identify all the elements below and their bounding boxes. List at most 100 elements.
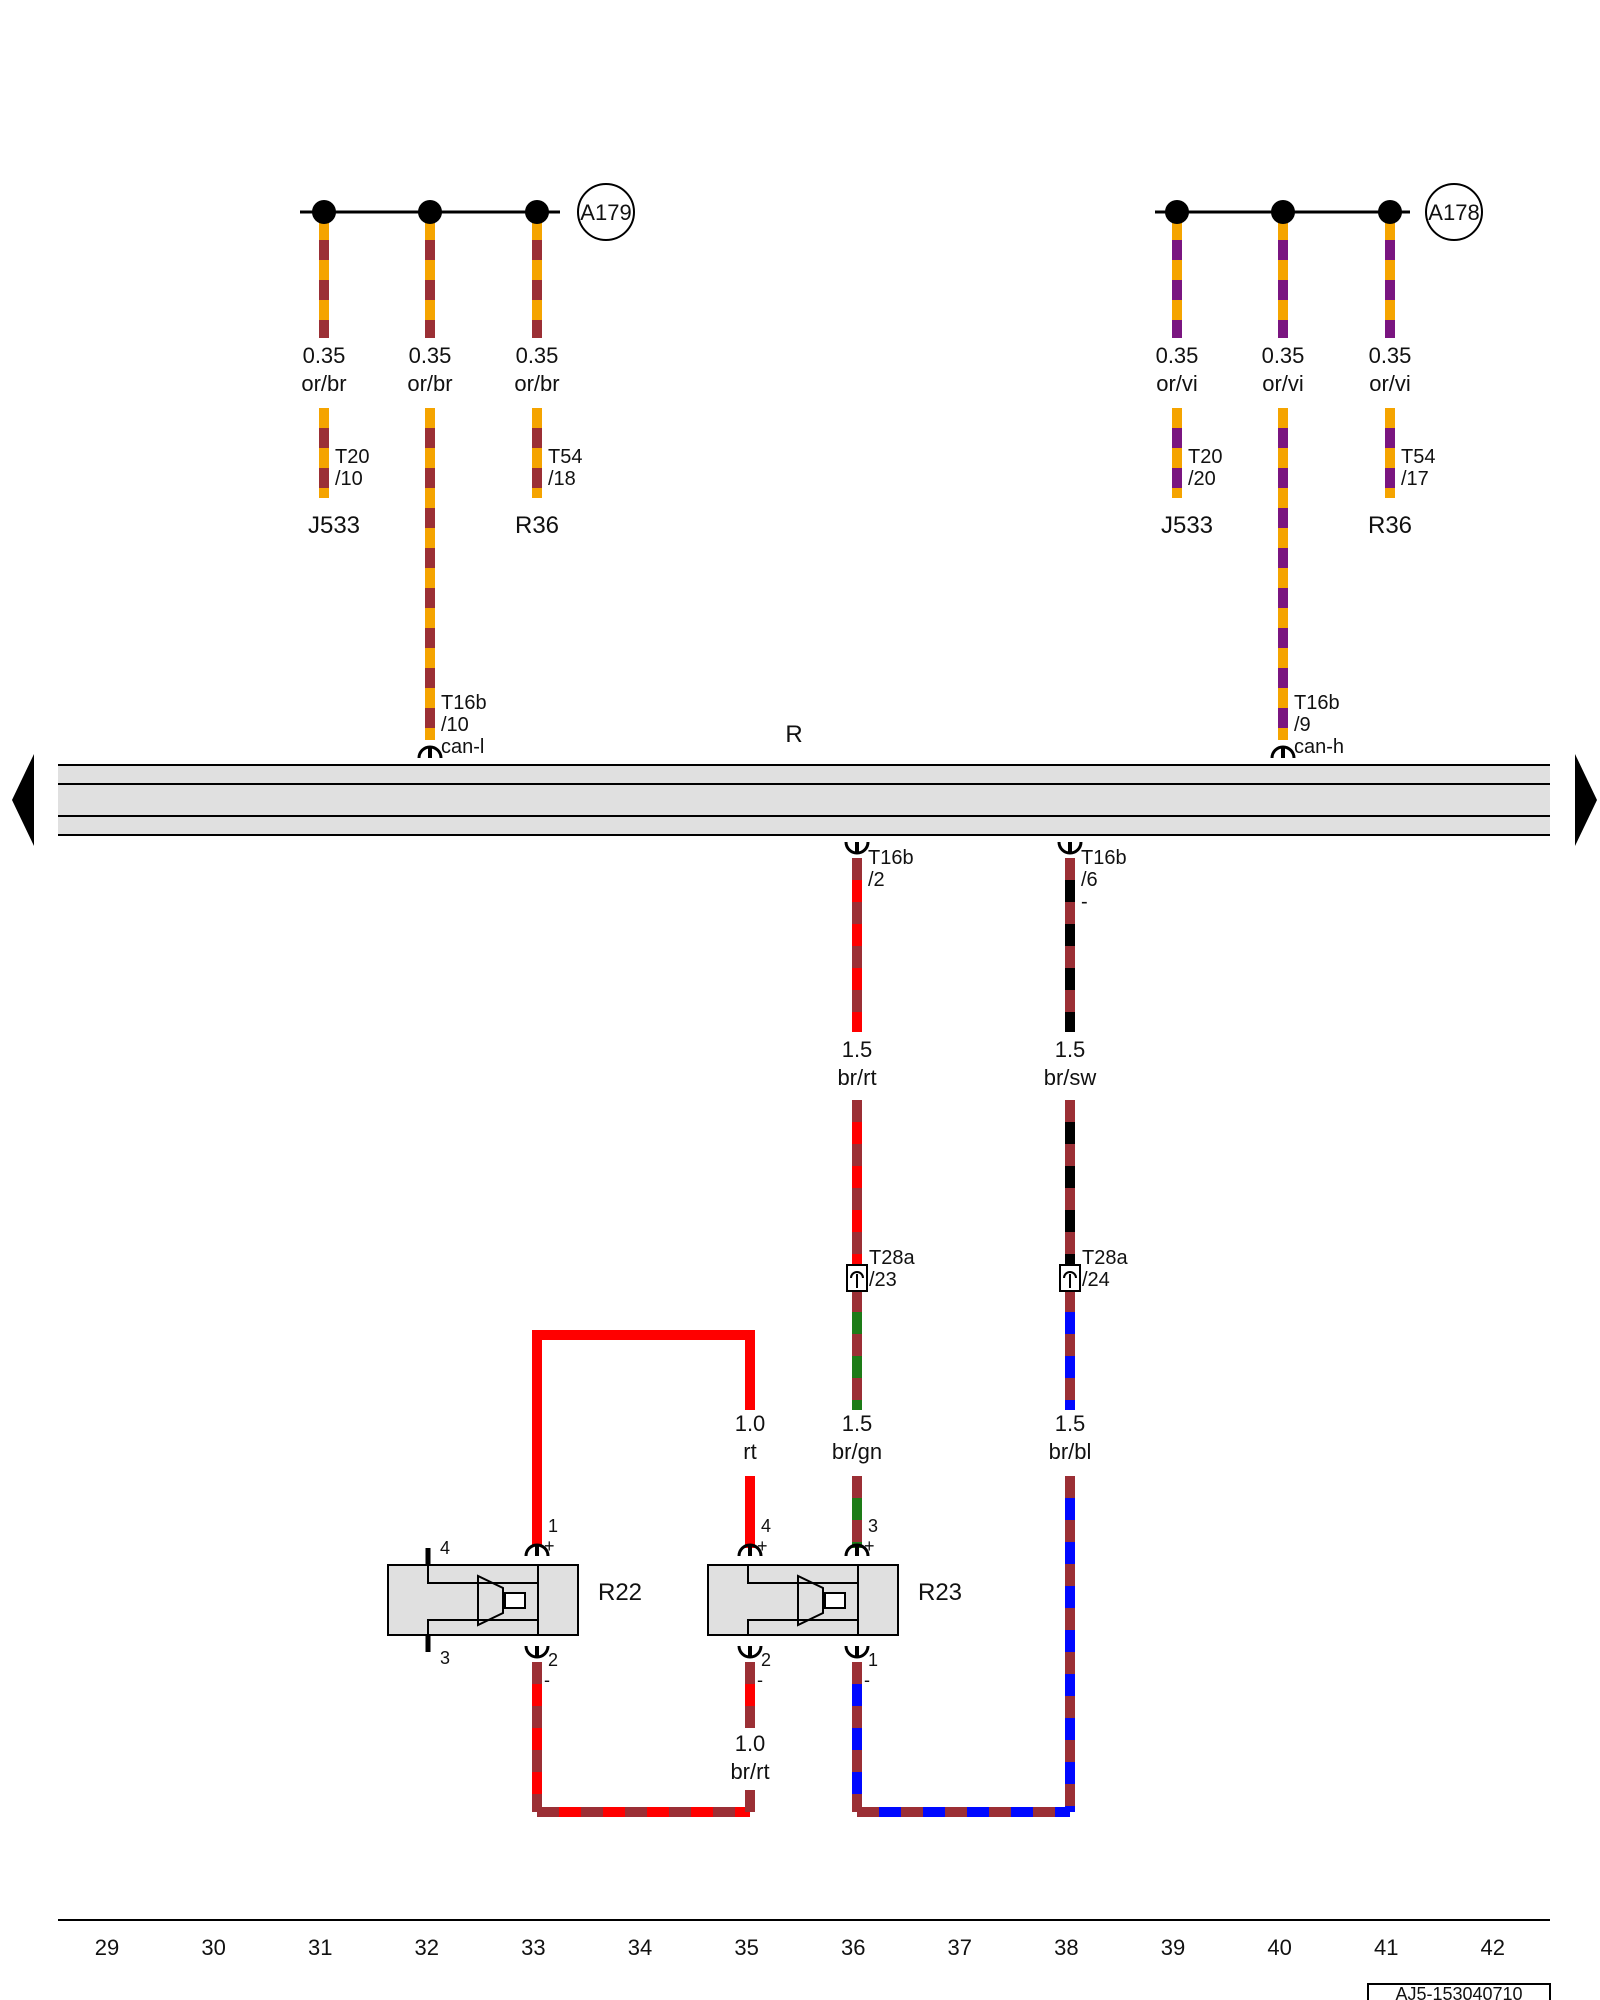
speaker-r22 xyxy=(387,1564,579,1636)
conn-t16b-9-extra: can-h xyxy=(1294,736,1344,758)
component-r36-left: R36 xyxy=(515,512,559,539)
symbols-layer xyxy=(58,183,1551,2000)
bundle-body xyxy=(58,765,1550,835)
bundle-arrow-left xyxy=(12,754,34,846)
scale-number-40: 40 xyxy=(1267,1935,1291,1960)
wire-rt-loop xyxy=(532,1330,755,1545)
conn-t54-17-name: T54 xyxy=(1401,446,1435,468)
wire-label-rt-size: 1.0 xyxy=(735,1411,766,1436)
conn-t28a-23-pin: /23 xyxy=(869,1269,897,1291)
splice-a179 xyxy=(577,183,635,241)
component-j533-left: J533 xyxy=(308,512,360,539)
splice-dot-a179-1 xyxy=(312,200,336,224)
speaker-r22-trace-bottom xyxy=(427,1619,538,1635)
conn-t16b-9-pin: /9 xyxy=(1294,714,1311,736)
wire-label-orvi-3-size: 0.35 xyxy=(1369,343,1412,368)
speaker-r23-trace-top xyxy=(747,1565,858,1584)
speaker-r23-body xyxy=(707,1564,899,1636)
scale-number-41: 41 xyxy=(1374,1935,1398,1960)
label-r22-p2-num: 2 xyxy=(548,1650,558,1670)
component-j533-right: J533 xyxy=(1161,512,1213,539)
wire-label-orbr-2-size: 0.35 xyxy=(409,343,452,368)
conn-t28a-24-arc xyxy=(1063,1271,1077,1279)
bundle-arrow-right xyxy=(1575,754,1597,846)
scale-number-36: 36 xyxy=(841,1935,865,1960)
splice-a178 xyxy=(1425,183,1483,241)
bundle-label: R xyxy=(785,721,802,748)
conn-t28a-24-name: T28a xyxy=(1082,1247,1128,1269)
conn-t16b-6-name: T16b xyxy=(1081,847,1127,869)
label-r23-p4-sign: + xyxy=(757,1536,768,1556)
conn-t54-18-pin: /18 xyxy=(548,468,576,490)
wires-layer xyxy=(319,220,1395,1817)
wire-label-orbr-3-size: 0.35 xyxy=(516,343,559,368)
splice-dot-a178-1 xyxy=(1165,200,1189,224)
scale-number-42: 42 xyxy=(1481,1935,1505,1960)
label-r23-p2-sign: - xyxy=(757,1670,763,1690)
speaker-r22-speaker-icon xyxy=(477,1574,504,1627)
doc-id-box xyxy=(1367,1983,1551,2000)
splice-dot-a178-2 xyxy=(1271,200,1295,224)
wire-label-orvi-1-color: or/vi xyxy=(1156,371,1198,396)
wire-label-brsw-size: 1.5 xyxy=(1055,1037,1086,1062)
label-r23-p1-sign: - xyxy=(864,1670,870,1690)
splice-dot-a179-3 xyxy=(525,200,549,224)
scale-number-34: 34 xyxy=(628,1935,652,1960)
label-r22-p4-num: 4 xyxy=(440,1538,450,1558)
label-r22-p1-num: 1 xyxy=(548,1516,558,1536)
wire-label-brsw-color: br/sw xyxy=(1044,1065,1097,1090)
conn-t16b-10-pin: /10 xyxy=(441,714,469,736)
conn-t16b-6-pin: /6 xyxy=(1081,869,1098,891)
scale-number-35: 35 xyxy=(734,1935,758,1960)
wire-label-orbr-3-color: or/br xyxy=(514,371,559,396)
wire-label-brbl-color: br/bl xyxy=(1049,1439,1092,1464)
scale-number-32: 32 xyxy=(415,1935,439,1960)
label-r22-p3-num: 3 xyxy=(440,1648,450,1668)
label-r23-p1-num: 1 xyxy=(868,1650,878,1670)
conn-t16b-10-extra: can-l xyxy=(441,736,484,758)
splice-label: A179 xyxy=(580,200,631,225)
conn-t28a-23-name: T28a xyxy=(869,1247,915,1269)
conn-t16b-10-name: T16b xyxy=(441,692,487,714)
conn-t16b-6-extra: - xyxy=(1081,891,1088,913)
wire-label-brgn-size: 1.5 xyxy=(842,1411,873,1436)
component-r36-right: R36 xyxy=(1368,512,1412,539)
wire-label-orbr-2-color: or/br xyxy=(407,371,452,396)
conn-t20-20-pin: /20 xyxy=(1188,468,1216,490)
label-r23-p3-sign: + xyxy=(864,1536,875,1556)
conn-t16b-2-pin: /2 xyxy=(868,869,885,891)
scale-number-39: 39 xyxy=(1161,1935,1185,1960)
wire-label-orvi-1-size: 0.35 xyxy=(1156,343,1199,368)
harness-bundle xyxy=(12,754,1597,846)
wire-label-rt-color: rt xyxy=(743,1439,756,1464)
label-r23-p3-num: 3 xyxy=(868,1516,878,1536)
conn-t20-10-pin: /10 xyxy=(335,468,363,490)
scale-number-29: 29 xyxy=(95,1935,119,1960)
component-r23: R23 xyxy=(918,1579,962,1606)
splice-dot-a179-2 xyxy=(418,200,442,224)
wire-label-brrt-2-color: br/rt xyxy=(730,1759,769,1784)
conn-t54-18-name: T54 xyxy=(548,446,582,468)
wire-label-orvi-2-color: or/vi xyxy=(1262,371,1304,396)
speaker-r23-magnet xyxy=(824,1592,846,1609)
scale-number-37: 37 xyxy=(948,1935,972,1960)
scale-number-38: 38 xyxy=(1054,1935,1078,1960)
speaker-r23-speaker-icon xyxy=(797,1574,824,1627)
scale-number-31: 31 xyxy=(308,1935,332,1960)
wire-label-orbr-1-size: 0.35 xyxy=(303,343,346,368)
conn-t16b-2-name: T16b xyxy=(868,847,914,869)
doc-id: AJ5-153040710 xyxy=(1395,1984,1522,2000)
wire-label-orvi-2-size: 0.35 xyxy=(1262,343,1305,368)
speaker-r23 xyxy=(707,1564,899,1636)
splice-dot-a178-3 xyxy=(1378,200,1402,224)
wire-label-brrt-2-size: 1.0 xyxy=(735,1731,766,1756)
splice-label: A178 xyxy=(1428,200,1479,225)
label-r22-p1-sign: + xyxy=(544,1536,555,1556)
conn-t16b-9-name: T16b xyxy=(1294,692,1340,714)
speaker-r22-body xyxy=(387,1564,579,1636)
component-r22: R22 xyxy=(598,1579,642,1606)
wire-label-orvi-3-color: or/vi xyxy=(1369,371,1411,396)
speaker-r22-trace-top xyxy=(427,1565,538,1584)
